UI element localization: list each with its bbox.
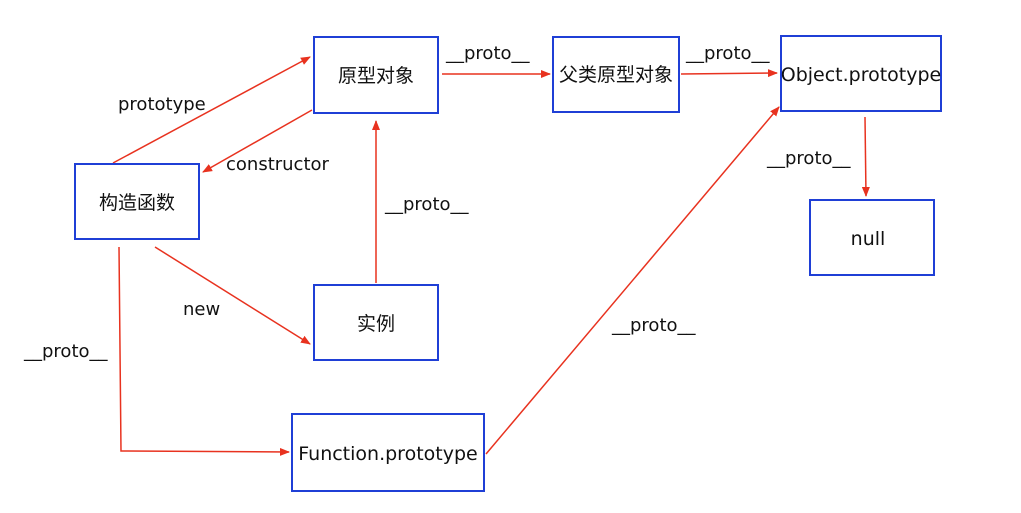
edge-object-to-null bbox=[861, 116, 870, 197]
node-prototype-object: 原型对象 bbox=[313, 36, 439, 114]
node-function-prototype: Function.prototype bbox=[291, 413, 485, 492]
label-ctor-to-proto: prototype bbox=[118, 94, 206, 115]
node-constructor-function: 构造函数 bbox=[74, 163, 200, 240]
edge-proto-to-ctor bbox=[202, 109, 313, 173]
edge-parent-to-object bbox=[680, 69, 778, 78]
node-prototype-object-label: 原型对象 bbox=[338, 65, 414, 87]
node-object-prototype-label: Object.prototype bbox=[781, 64, 942, 86]
label-proto-to-ctor: constructor bbox=[226, 154, 330, 175]
label-proto-to-parent: __proto__ bbox=[445, 43, 531, 64]
edge-ctor-to-proto bbox=[112, 56, 311, 164]
label-parent-to-object: __proto__ bbox=[685, 43, 771, 64]
node-parent-prototype: 父类原型对象 bbox=[552, 36, 680, 113]
node-instance: 实例 bbox=[313, 284, 439, 361]
label-ctor-to-function: __proto__ bbox=[23, 341, 109, 362]
node-null: null bbox=[809, 199, 935, 276]
node-object-prototype: Object.prototype bbox=[780, 35, 942, 112]
edge-new-instance bbox=[154, 246, 311, 345]
label-new-instance: new bbox=[183, 299, 220, 320]
label-instance-proto: __proto__ bbox=[384, 194, 470, 215]
node-parent-prototype-label: 父类原型对象 bbox=[559, 64, 673, 86]
node-instance-label: 实例 bbox=[357, 313, 395, 335]
edge-function-to-object bbox=[485, 106, 780, 455]
edge-ctor-to-function bbox=[118, 246, 290, 456]
node-function-prototype-label: Function.prototype bbox=[298, 443, 477, 465]
node-null-label: null bbox=[851, 228, 886, 250]
node-constructor-function-label: 构造函数 bbox=[99, 192, 175, 214]
label-function-to-object: __proto__ bbox=[611, 315, 697, 336]
label-object-to-null: __proto__ bbox=[766, 148, 852, 169]
